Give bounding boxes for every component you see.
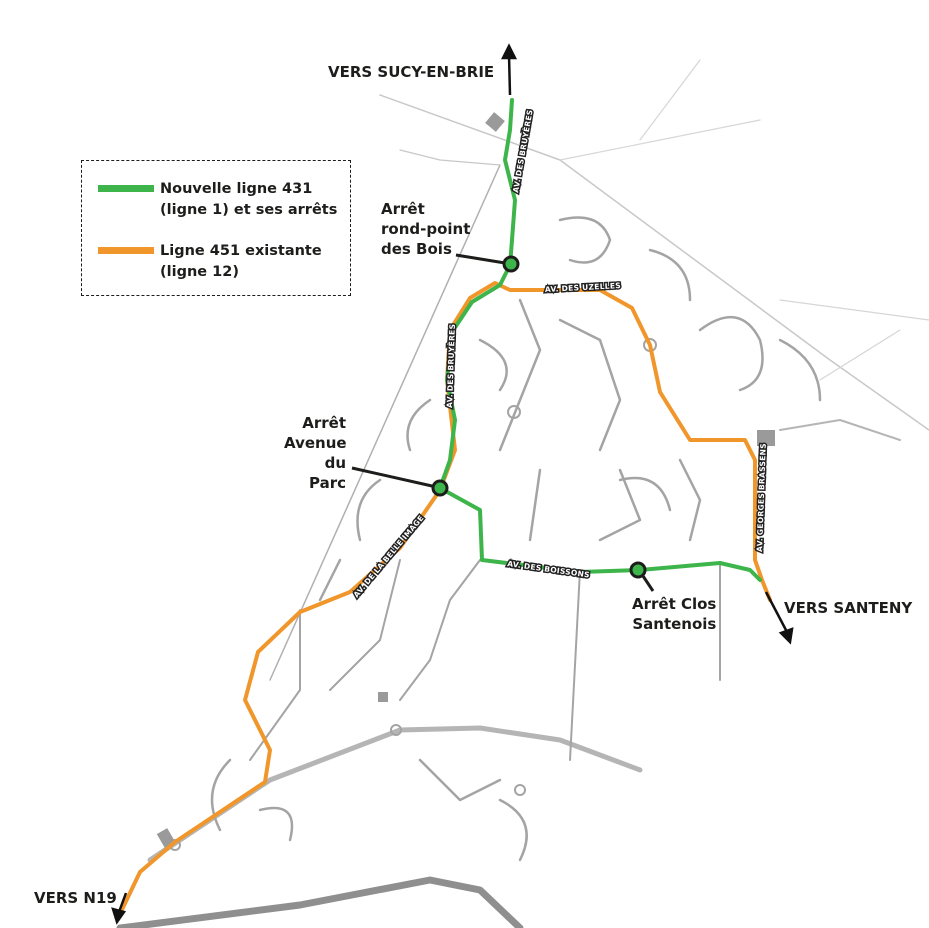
street-labels: AV. DES BRUYÈRES AV. DES UZELLES AV. DES… (350, 107, 769, 600)
direction-southwest: VERS N19 (34, 889, 117, 907)
route-451-orange[interactable] (116, 281, 772, 920)
buildings (156, 112, 775, 848)
stop-label-line: Avenue (284, 434, 347, 452)
street-label-boissons: AV. DES BOISSONS (507, 559, 591, 579)
street-label-brassens: AV. GEORGES BRASSENS (755, 443, 768, 552)
legend-item-431: Nouvelle ligne 431 (ligne 1) et ses arrêt… (98, 179, 337, 221)
stop-label-avenue-du-parc: Arrêt Avenue du Parc (284, 413, 347, 493)
street-label-belle_image: AV. DE LA BELLE IMAGE (352, 513, 426, 599)
direction-east: VERS SANTENY (784, 599, 913, 617)
stop-label-line: Santenois (632, 615, 717, 633)
stop-label-line: du Parc (308, 454, 346, 492)
stop-label-line: Arrêt Clos (632, 595, 717, 613)
stop-marker-clos-santenois[interactable] (629, 561, 647, 579)
stop-label-line: Arrêt (381, 200, 425, 218)
stop-leaders (351, 253, 655, 592)
stop-label-line: rond-point (381, 220, 471, 238)
stop-label-line: des Bois (381, 240, 452, 258)
street-label-uzelles: AV. DES UZELLES (545, 281, 622, 294)
legend-label: (ligne 12) (160, 264, 239, 280)
direction-arrows (111, 43, 794, 925)
stop-marker-rond-point[interactable] (502, 255, 520, 273)
street-label-bruyeres: AV. DES BRUYÈRES (445, 324, 457, 408)
bus-stops (431, 255, 647, 579)
stop-label-clos-santenois: Arrêt Clos Santenois (632, 594, 716, 634)
legend: Nouvelle ligne 431 (ligne 1) et ses arrêt… (81, 160, 351, 296)
green-line-swatch (98, 185, 154, 192)
direction-north: VERS SUCY-EN-BRIE (328, 63, 495, 81)
stop-label-rond-point: Arrêt rond-point des Bois (381, 199, 470, 259)
stop-label-line: Arrêt (302, 414, 346, 432)
stop-marker-avenue-du-parc[interactable] (431, 479, 449, 497)
orange-line-swatch (98, 247, 154, 254)
legend-item-451: Ligne 451 existante (ligne 12) (98, 241, 322, 283)
legend-label: Nouvelle ligne 431 (160, 181, 313, 197)
street-label-bruyeres: AV. DES BRUYÈRES (511, 109, 534, 193)
legend-label: Ligne 451 existante (160, 243, 322, 259)
legend-label: (ligne 1) et ses arrêts (160, 202, 338, 218)
